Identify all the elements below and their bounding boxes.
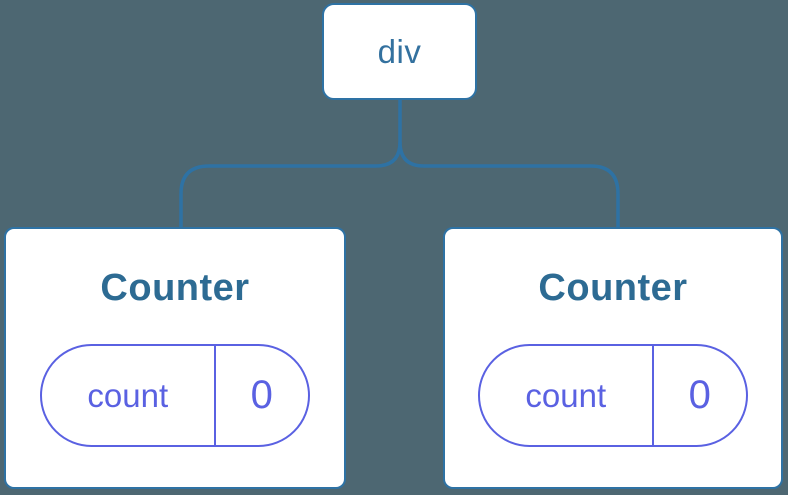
- counter-node-left: Counter count 0: [4, 227, 346, 489]
- counter-node-right: Counter count 0: [443, 227, 783, 489]
- state-pill: count 0: [478, 344, 748, 447]
- root-node-label: div: [377, 32, 422, 70]
- state-key-label: count: [525, 376, 607, 414]
- state-pill: count 0: [40, 344, 310, 447]
- state-value-section: 0: [651, 346, 746, 445]
- counter-title: Counter: [538, 267, 688, 309]
- state-key-section: count: [480, 346, 652, 445]
- state-value-label: 0: [688, 373, 711, 417]
- root-div-node: div: [322, 3, 477, 100]
- state-key-label: count: [87, 376, 169, 414]
- connector-branch-right: [398, 141, 620, 228]
- counter-title: Counter: [100, 267, 250, 309]
- state-key-section: count: [42, 346, 214, 445]
- state-value-section: 0: [213, 346, 308, 445]
- state-value-label: 0: [250, 373, 273, 417]
- connector-branch-left: [179, 141, 402, 228]
